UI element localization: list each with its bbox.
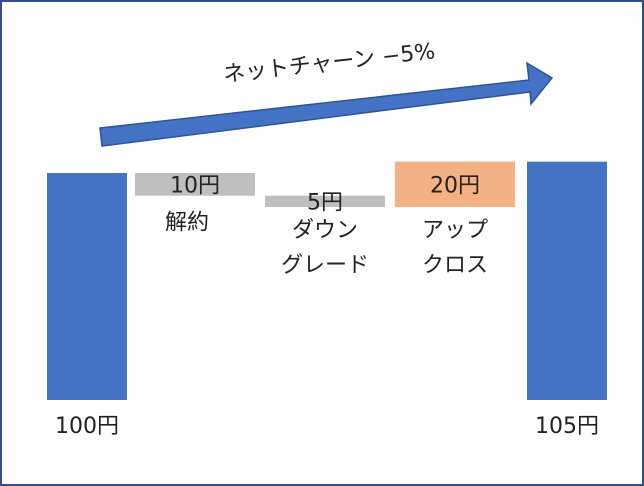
bar-total: [527, 161, 607, 400]
value-label: 20円: [430, 173, 480, 198]
bar-decrease: [265, 195, 385, 208]
value-label: 5円: [307, 190, 343, 215]
category-label: ダウン: [292, 218, 358, 243]
category-label: 解約: [165, 211, 209, 236]
trend-arrow-icon: [99, 61, 554, 147]
value-label: 105円: [535, 414, 599, 439]
bar-total: [47, 173, 127, 400]
bar-increase: [395, 161, 515, 208]
value-label: 10円: [170, 173, 220, 198]
bar-decrease: [135, 173, 255, 196]
value-label: 100円: [55, 414, 119, 439]
category-label: グレード: [281, 253, 369, 278]
category-label: アップ: [422, 218, 488, 243]
category-label: クロス: [422, 253, 488, 278]
